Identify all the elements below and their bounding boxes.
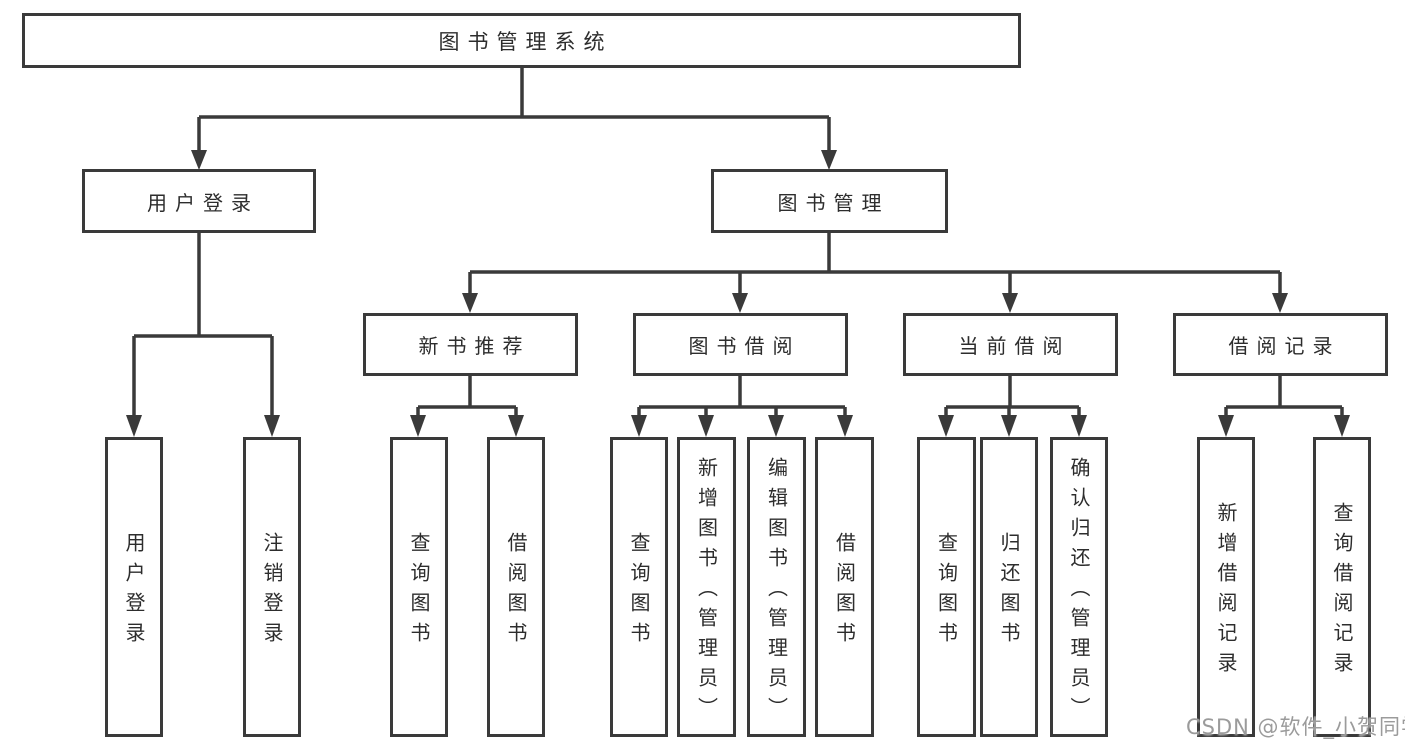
arrow-down-icon — [126, 415, 142, 437]
node-root-label: 图书管理系统 — [438, 29, 613, 54]
leaf-user-login: 用户登录 — [105, 437, 163, 737]
arrow-down-icon — [264, 415, 280, 437]
leaf-query-book-recommend: 查询图书 — [390, 437, 448, 737]
node-new-book-recommend: 新书推荐 — [363, 313, 578, 376]
arrow-down-icon — [191, 150, 207, 170]
arrow-down-icon — [1001, 415, 1017, 437]
leaf-add-borrow-record: 新增借阅记录 — [1197, 437, 1255, 737]
watermark: CSDN @软件_小贺同学 — [1186, 715, 1405, 739]
arrow-down-icon — [631, 415, 647, 437]
leaf-add-book-admin: 新增图书（管理员） — [677, 437, 736, 737]
leaf-query-book-recommend-label: 查询图书 — [407, 532, 431, 652]
node-new-book-recommend-label: 新书推荐 — [418, 334, 531, 358]
node-book-management-label: 图书管理 — [777, 190, 890, 215]
leaf-query-book-current: 查询图书 — [917, 437, 976, 737]
leaf-edit-book-admin-label: 编辑图书（管理员） — [764, 457, 789, 727]
node-book-borrow: 图书借阅 — [633, 313, 848, 376]
leaf-borrow-book-recommend: 借阅图书 — [487, 437, 545, 737]
leaf-borrow-book-label: 借阅图书 — [832, 532, 857, 652]
node-book-borrow-label: 图书借阅 — [688, 334, 801, 358]
leaf-add-book-admin-label: 新增图书（管理员） — [694, 457, 719, 727]
leaf-query-borrow-record-label: 查询借阅记录 — [1330, 502, 1354, 682]
leaf-add-borrow-record-label: 新增借阅记录 — [1214, 502, 1238, 682]
leaf-return-book-label: 归还图书 — [997, 532, 1021, 652]
leaf-borrow-book-recommend-label: 借阅图书 — [504, 532, 528, 652]
arrow-down-icon — [938, 415, 954, 437]
leaf-logout-label: 注销登录 — [260, 532, 284, 652]
arrow-down-icon — [1272, 293, 1288, 313]
arrow-down-icon — [1002, 293, 1018, 313]
arrow-down-icon — [698, 415, 714, 437]
arrow-down-icon — [837, 415, 853, 437]
arrow-down-icon — [410, 415, 426, 437]
node-borrow-records: 借阅记录 — [1173, 313, 1388, 376]
node-current-borrow: 当前借阅 — [903, 313, 1118, 376]
leaf-confirm-return-admin: 确认归还（管理员） — [1050, 437, 1108, 737]
leaf-query-book-borrow: 查询图书 — [610, 437, 668, 737]
node-user-login: 用户登录 — [82, 169, 316, 233]
leaf-query-book-borrow-label: 查询图书 — [627, 532, 651, 652]
arrow-down-icon — [1218, 415, 1234, 437]
leaf-edit-book-admin: 编辑图书（管理员） — [747, 437, 806, 737]
leaf-confirm-return-admin-label: 确认归还（管理员） — [1067, 457, 1091, 727]
arrow-down-icon — [1334, 415, 1350, 437]
arrow-down-icon — [462, 293, 478, 313]
node-user-login-label: 用户登录 — [147, 190, 259, 215]
leaf-borrow-book: 借阅图书 — [815, 437, 874, 737]
arrow-down-icon — [508, 415, 524, 437]
node-root: 图书管理系统 — [22, 13, 1021, 68]
arrow-down-icon — [821, 150, 837, 170]
arrow-down-icon — [1071, 415, 1087, 437]
leaf-return-book: 归还图书 — [980, 437, 1038, 737]
leaf-query-borrow-record: 查询借阅记录 — [1313, 437, 1371, 737]
node-borrow-records-label: 借阅记录 — [1228, 334, 1341, 358]
node-book-management: 图书管理 — [711, 169, 948, 233]
leaf-query-book-current-label: 查询图书 — [934, 532, 959, 652]
arrow-down-icon — [732, 293, 748, 313]
leaf-user-login-label: 用户登录 — [122, 532, 146, 652]
node-current-borrow-label: 当前借阅 — [958, 334, 1071, 358]
leaf-logout: 注销登录 — [243, 437, 301, 737]
arrow-down-icon — [768, 415, 784, 437]
